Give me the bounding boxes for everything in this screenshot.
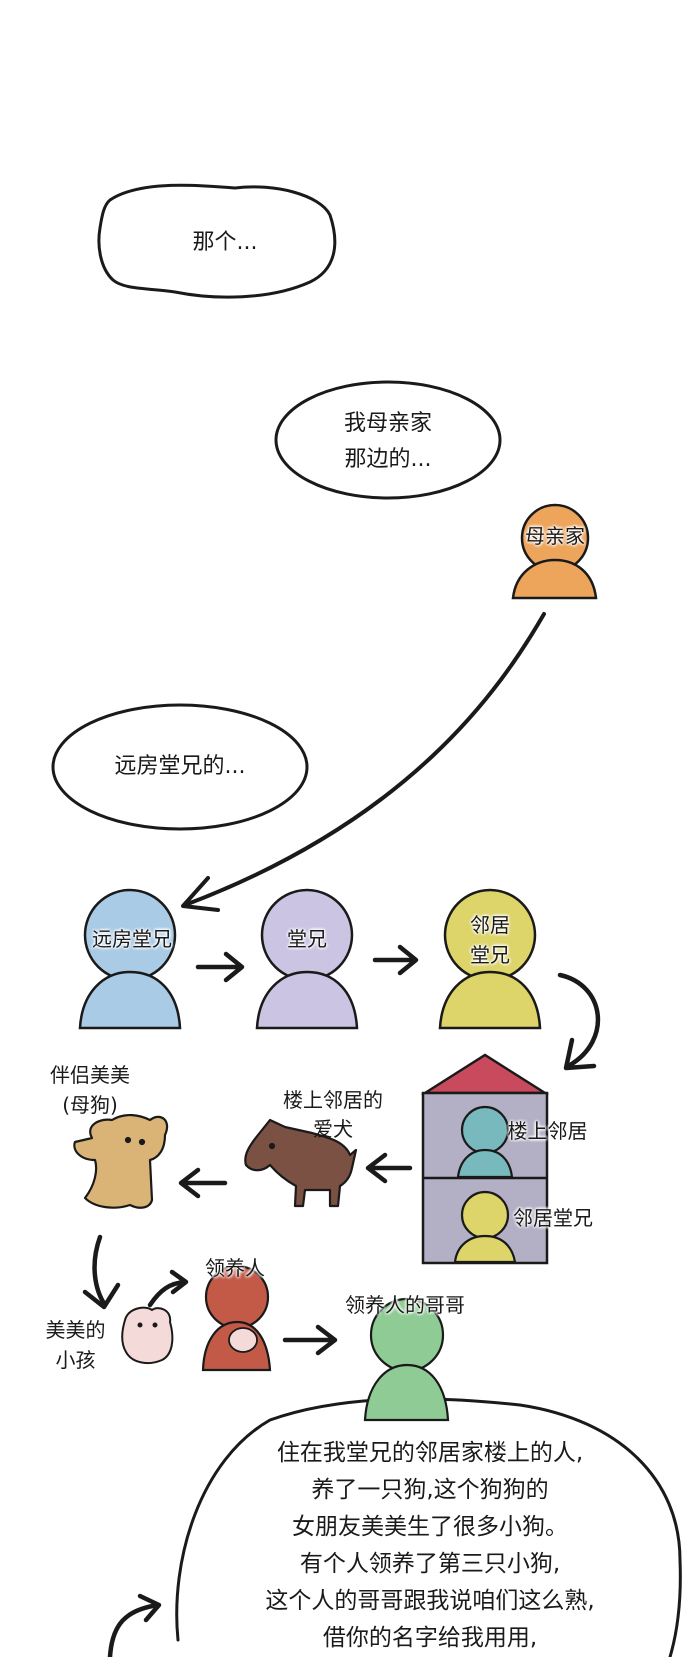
arrow-left-1	[365, 1152, 413, 1184]
label-neighbor-cousin: 邻居堂兄	[513, 1206, 593, 1230]
label-distant-cousin: 远房堂兄	[92, 927, 172, 951]
final-line-2: 养了一只狗,这个狗狗的	[311, 1477, 549, 1503]
arrow-curve-up	[107, 1602, 161, 1657]
final-line-5: 这个人的哥哥跟我说咱们这么熟,	[265, 1588, 595, 1614]
label-neighbor-line2: 堂兄	[470, 943, 510, 967]
label-dog-owner-line2: 爱犬	[313, 1117, 353, 1141]
puppy	[121, 1306, 174, 1365]
adopter-brother-figure	[363, 1297, 450, 1422]
bubble-2-line-2: 那边的...	[344, 447, 432, 472]
arrow-long-curve	[183, 612, 546, 907]
tan-dog	[73, 1114, 169, 1209]
arrow-right-3	[282, 1324, 338, 1356]
label-dog-owner-line1: 楼上邻居的	[283, 1088, 383, 1112]
speech-bubble-1	[97, 183, 337, 299]
apartment-building	[420, 1053, 550, 1265]
mother-family-figure	[511, 503, 598, 600]
final-line-1: 住在我堂兄的邻居家楼上的人,	[276, 1440, 584, 1466]
adopter-figure	[201, 1264, 272, 1372]
cousin-figure	[255, 888, 359, 1030]
speech-bubble-2	[274, 380, 502, 500]
label-adopter: 领养人	[205, 1256, 265, 1280]
label-partner-line2: (母狗)	[62, 1093, 118, 1117]
label-puppy-line1: 美美的	[45, 1318, 106, 1342]
label-mother-family: 母亲家	[525, 524, 585, 548]
speech-bubble-final	[175, 1397, 682, 1657]
bubble-2-line-1: 我母亲家	[343, 411, 432, 436]
label-cousin: 堂兄	[287, 927, 327, 951]
arrow-left-2	[178, 1167, 228, 1199]
neighbor-cousin-figure-top	[438, 888, 542, 1030]
arrow-right-1	[195, 951, 245, 983]
label-neighbor-line1: 邻居	[470, 913, 510, 937]
label-upstairs-neighbor: 楼上邻居	[507, 1119, 588, 1143]
label-partner-line1: 伴侣美美	[50, 1063, 130, 1087]
distant-cousin-figure	[78, 888, 182, 1030]
arrow-right-2	[372, 944, 419, 976]
final-line-4: 有个人领养了第三只小狗,	[299, 1551, 561, 1577]
final-line-3: 女朋友美美生了很多小狗。	[292, 1514, 568, 1540]
final-line-6: 借你的名字给我用用,	[322, 1625, 538, 1651]
bubble-3-text: 远房堂兄的...	[114, 754, 246, 779]
bubble-1-text: 那个...	[192, 230, 258, 255]
speech-bubble-3	[51, 703, 309, 831]
label-puppy-line2: 小孩	[55, 1348, 96, 1372]
brown-dog	[244, 1118, 358, 1208]
arrow-small-up	[147, 1279, 188, 1308]
arrow-down-curve	[92, 1234, 108, 1308]
label-adopter-brother: 领养人的哥哥	[345, 1293, 465, 1317]
arrow-curve-down	[557, 972, 601, 1068]
